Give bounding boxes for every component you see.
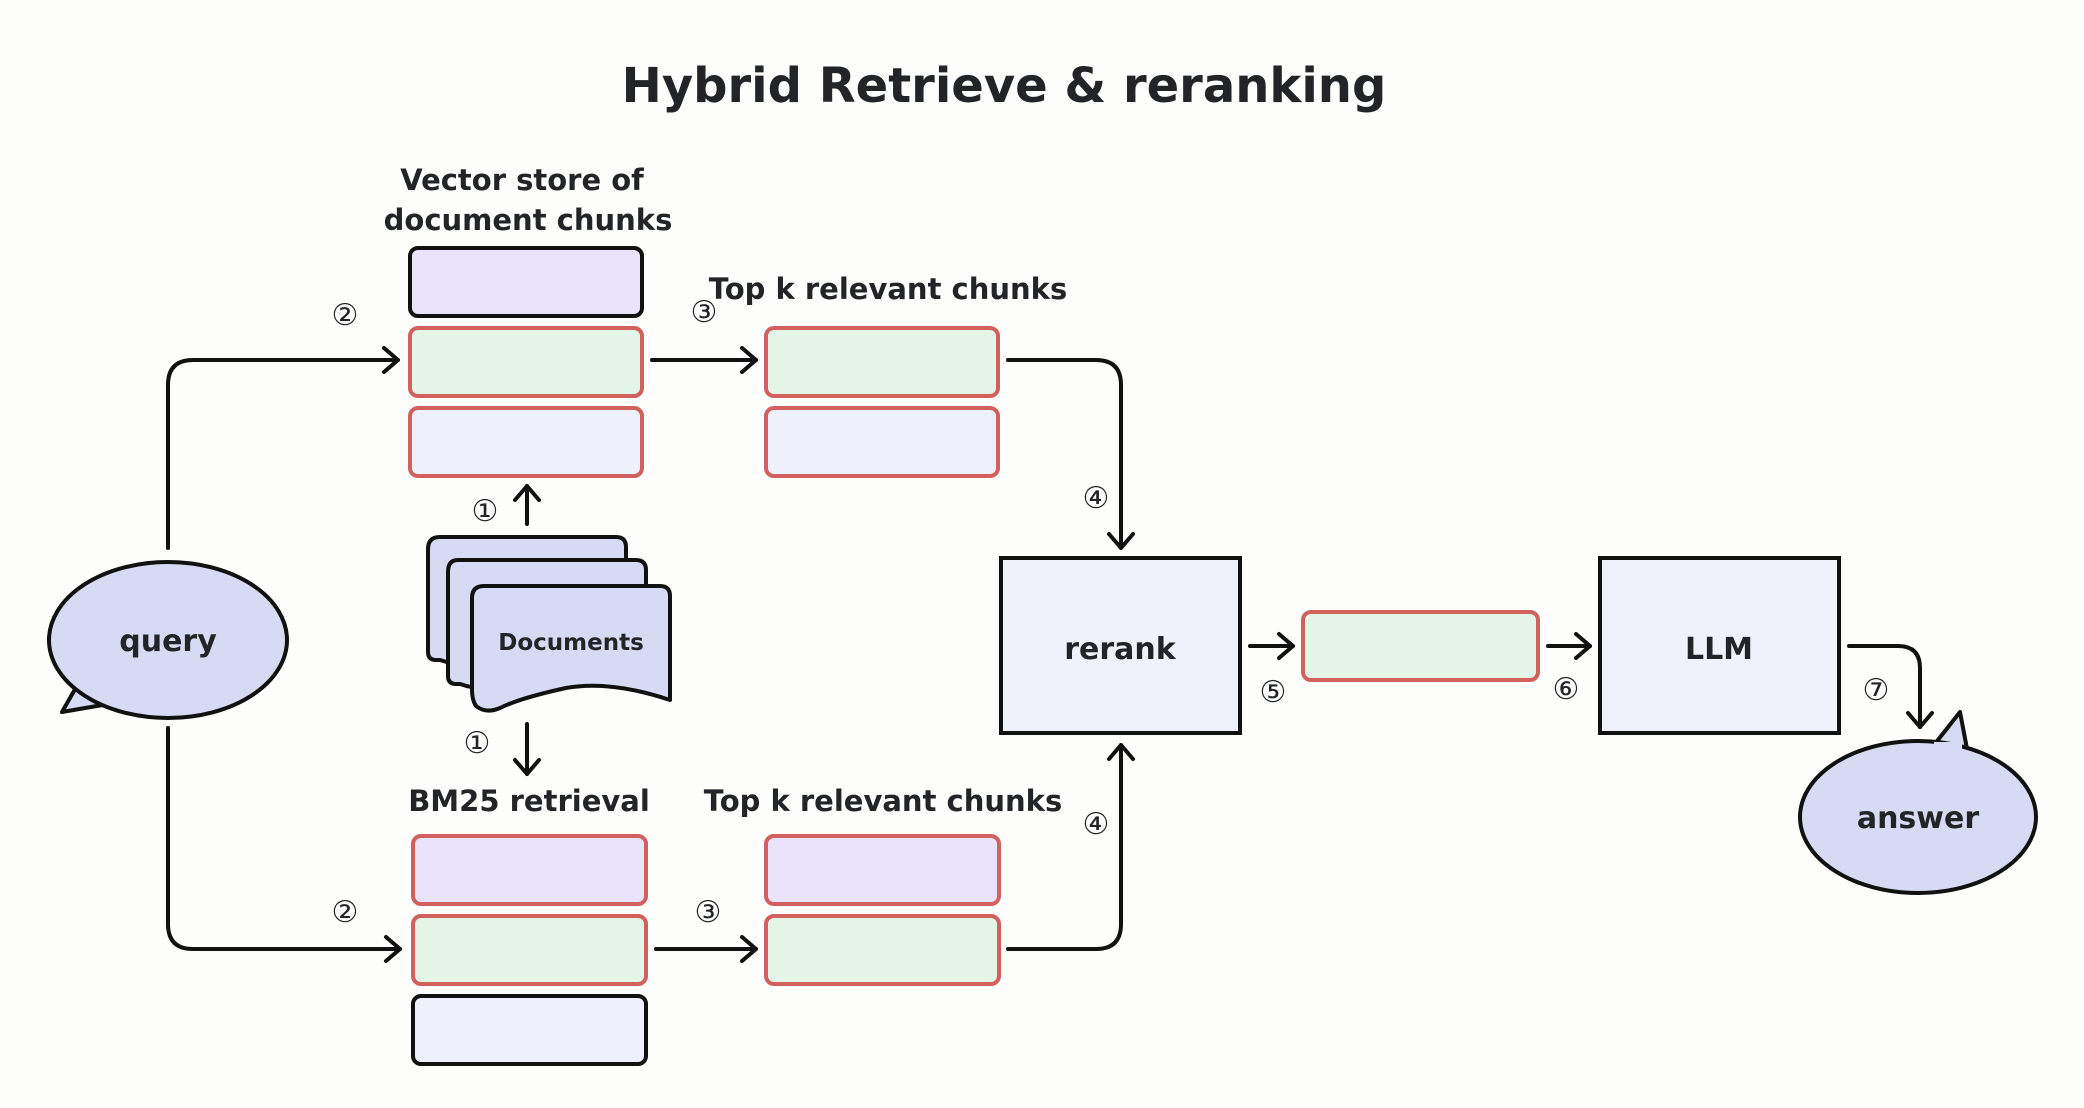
top-k-upper-chunk-green <box>764 326 1000 398</box>
bm25-chunk-green <box>411 914 648 986</box>
reranked-chunk-green <box>1301 610 1540 682</box>
arrowhead-query-to-bm25 <box>384 935 402 963</box>
step-marker-5: ⑤ <box>1260 675 1287 710</box>
documents-stack: Documents <box>426 535 672 713</box>
step-marker-7: ⑦ <box>1863 673 1890 708</box>
step-marker-4-upper: ④ <box>1083 481 1110 516</box>
vector-store-label-line2: document chunks <box>384 203 673 237</box>
query-bubble: query <box>47 560 289 720</box>
step-marker-1-upper: ① <box>472 494 499 529</box>
bm25-chunk-blue <box>411 994 648 1066</box>
step-marker-3-upper: ③ <box>691 295 718 330</box>
arrowhead-topk-upper-to-rerank <box>1107 532 1135 550</box>
step-marker-3-lower: ③ <box>695 895 722 930</box>
vector-chunk-blue <box>408 406 644 478</box>
vector-chunk-green <box>408 326 644 398</box>
top-k-upper-chunk-blue <box>764 406 1000 478</box>
edge-query-to-bm25 <box>166 726 402 951</box>
edge-topk-upper-to-rerank <box>1006 358 1123 550</box>
arrowhead-vector-to-topk <box>740 346 758 374</box>
vector-chunk-purple <box>408 246 644 318</box>
edge-query-to-vector <box>166 358 400 550</box>
top-k-lower-chunk-purple <box>764 834 1001 906</box>
step-marker-6: ⑥ <box>1553 672 1580 707</box>
rerank-label: rerank <box>1064 632 1177 667</box>
arrowhead-rerank-to-chunk <box>1277 632 1295 660</box>
arrowhead-llm-to-answer <box>1906 711 1934 729</box>
arrowhead-topk-lower-to-rerank <box>1107 743 1135 761</box>
arrowhead-bm25-to-topk <box>740 935 758 963</box>
vector-store-label-line1: Vector store of <box>400 163 644 197</box>
answer-bubble: answer <box>1798 710 2038 895</box>
step-marker-1-lower: ① <box>464 726 491 761</box>
documents-label: Documents <box>498 630 644 656</box>
top-k-lower-chunk-green <box>764 914 1001 986</box>
arrowhead-docs-to-bm25 <box>513 758 541 776</box>
top-k-lower-label: Top k relevant chunks <box>704 784 1062 818</box>
llm-label: LLM <box>1685 632 1753 667</box>
bm25-chunk-purple <box>411 834 648 906</box>
arrowhead-docs-to-vector <box>513 484 541 502</box>
query-label: query <box>119 624 217 659</box>
edge-topk-lower-to-rerank <box>1006 743 1123 951</box>
rerank-box <box>999 556 1242 735</box>
arrowhead-query-to-vector <box>382 346 400 374</box>
step-marker-4-lower: ④ <box>1083 807 1110 842</box>
top-k-upper-label: Top k relevant chunks <box>709 272 1067 306</box>
arrowhead-chunk-to-llm <box>1574 632 1592 660</box>
llm-box <box>1598 556 1841 735</box>
step-marker-2-upper: ② <box>332 298 359 333</box>
edge-llm-to-answer <box>1847 644 1922 729</box>
answer-label: answer <box>1857 801 1980 836</box>
bm25-label: BM25 retrieval <box>408 784 650 818</box>
diagram-title: Hybrid Retrieve & reranking <box>622 58 1387 114</box>
step-marker-2-lower: ② <box>332 895 359 930</box>
